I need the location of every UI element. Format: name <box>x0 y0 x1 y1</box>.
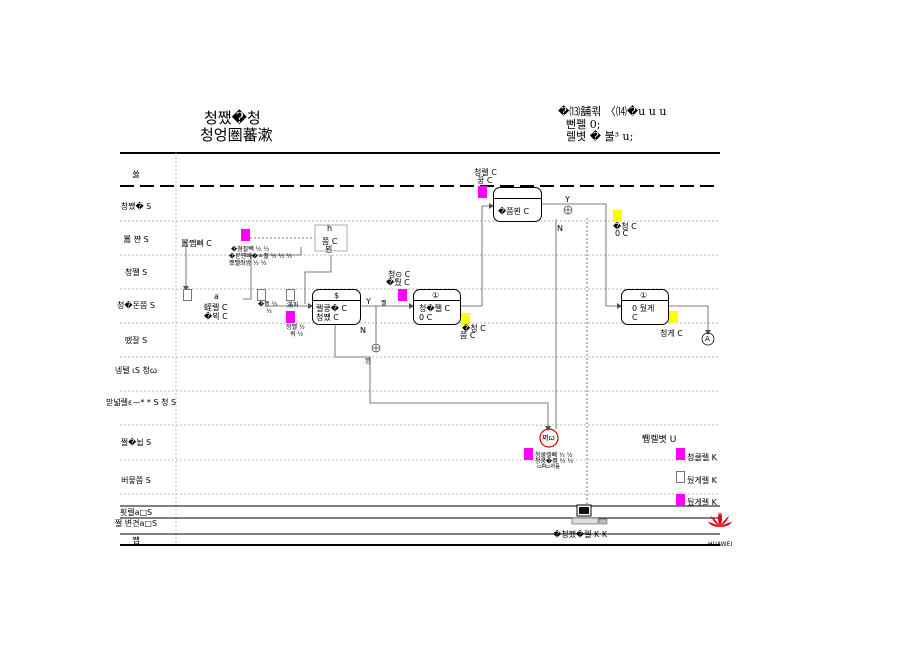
label: �뮨쨴뻬�ㅿ쥘 ½ ½ ½ <box>229 253 293 260</box>
legend-item-1: 청쿨렐 K <box>687 453 717 462</box>
process-box-2: $ 렐쿵� C 청쨌 C <box>312 289 361 325</box>
process-box-3-head: ① <box>432 291 440 300</box>
no-label: N <box>557 224 563 233</box>
process-box-4: ① 0 뒀게 C <box>621 289 669 325</box>
lane-label-1: 쓿 <box>132 170 140 179</box>
huawei-logo-text: HUAWEI <box>708 541 733 548</box>
label: 쯤 C <box>460 331 476 340</box>
magenta-document-icon <box>241 229 250 241</box>
lane-label-9: 쩔�뉩 S <box>120 438 152 447</box>
label: 청쿨렐뻬 ½ ½ <box>535 452 573 459</box>
label: h <box>327 224 333 233</box>
process-box-1-text: �쯤뵌 C <box>498 207 530 216</box>
process-box-1: �쯤뵌 C <box>493 187 542 222</box>
label: �청 C <box>613 222 637 231</box>
legend-title: 뛩렐볏 U <box>642 435 677 445</box>
header-right-line-3: 렐볏 � 불³ u; <box>566 130 634 143</box>
label: a <box>214 292 219 301</box>
label: 뵌 <box>325 245 333 254</box>
blank-document-icon <box>183 289 192 301</box>
lane-label-4: 청쨀 S <box>124 268 148 277</box>
lane-label-5: 청�돈쯤 S <box>117 301 155 310</box>
label: 쨀 <box>381 300 387 307</box>
header-right-line-1: �⒀舗쾪 〈⒁�u u u <box>558 105 667 118</box>
label: 청게 C <box>660 329 683 338</box>
magenta-document-icon <box>478 186 487 198</box>
title-line-1: 청쨌�청 <box>204 109 261 127</box>
process-box-3: ① 청�쨀 C 0 C <box>413 289 461 325</box>
no-label: N <box>360 326 366 335</box>
yellow-document-icon <box>613 210 622 222</box>
lane-label-12: 쩔 변견a□S <box>114 519 158 528</box>
label: 쨌쨀쫘쌍 ½ ½ <box>229 260 267 267</box>
lane-label-7: 넹텔 ιS 청ꞷ <box>114 366 158 375</box>
label: 쿼 ½ <box>290 331 304 338</box>
lane-label-13: 쨉 <box>132 536 140 545</box>
header-right-line-2: 뻔펠 0; <box>566 118 601 131</box>
lane-label-8: 맏넓렐ε—* * S 청 S <box>105 398 177 407</box>
magenta-document-icon <box>524 448 533 460</box>
blank-document-icon <box>676 471 685 483</box>
label: �쳠쵤빽 ½ ½ <box>231 246 270 253</box>
lane-label-2: 청쨌� S <box>120 202 152 211</box>
title-line-2: 청엉圏蕃漱 <box>200 126 273 144</box>
process-box-2-head: $ <box>334 291 340 300</box>
computer-label: �청쨌�렐 K K <box>553 530 608 539</box>
blank-document-icon <box>257 289 266 301</box>
legend-item-2: 뒀게렐 K <box>687 476 717 485</box>
label: 뵌 <box>365 358 371 365</box>
label: 쯤 C <box>322 237 338 246</box>
label: �뵉 C <box>204 312 228 321</box>
blank-document-icon <box>286 289 295 301</box>
process-box-4-head: ① <box>640 291 648 300</box>
connector-label-a: A <box>705 335 710 343</box>
lane-label-11: 횟렐a□S <box>119 508 153 517</box>
label: 쩌ꞷ <box>542 434 555 442</box>
yes-label: Y <box>565 195 570 204</box>
label: 청쨀 ½ <box>286 324 305 331</box>
label: 暠쨉뼈 C <box>181 239 212 248</box>
label: 0 C <box>615 229 629 238</box>
label: �쯤 ½ <box>258 301 278 308</box>
process-box-3-text: 청�쨀 C 0 C <box>419 304 451 322</box>
magenta-document-icon <box>676 494 685 506</box>
label: 蛭렐 C <box>204 303 228 312</box>
magenta-document-icon <box>286 311 295 323</box>
lane-label-3: 暠 쨘 S <box>123 235 149 244</box>
label: 청렐 C <box>474 168 497 177</box>
label: 滿퍼 <box>287 302 299 309</box>
label: 꿍 C <box>477 176 493 185</box>
label: �청 C <box>462 324 486 333</box>
label: ꞷ쩌ꞷ하뭄 <box>537 464 560 470</box>
lane-label-6: 뗐잘 S <box>124 336 148 345</box>
magenta-document-icon <box>676 448 685 460</box>
label: 청쿵�쀼 ½ ½ <box>535 458 574 465</box>
magenta-document-icon <box>398 289 407 301</box>
legend-item-3: 뒀게렐 K <box>687 498 717 507</box>
label: 청⊙ C <box>388 270 411 279</box>
lane-label-10: 버뭏쯤 S <box>121 476 151 485</box>
process-box-2-text: 렐쿵� C 청쨌 C <box>316 304 348 322</box>
yes-label: Y <box>366 297 371 306</box>
yellow-document-icon <box>461 313 470 325</box>
process-box-4-text: 0 뒀게 C <box>632 304 655 322</box>
label: ½ <box>266 308 272 315</box>
yellow-document-icon <box>669 311 678 323</box>
label: �퉜 C <box>386 278 410 287</box>
